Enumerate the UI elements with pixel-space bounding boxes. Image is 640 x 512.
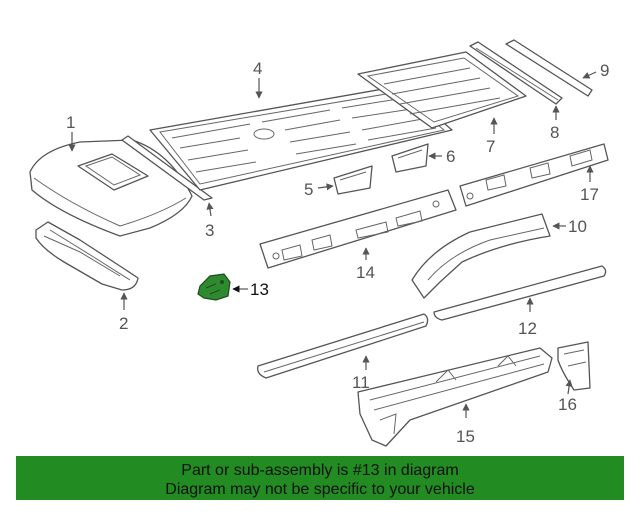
part-12-rear-rocker[interactable] (433, 265, 607, 321)
part-13-bracket-highlighted[interactable] (197, 273, 231, 301)
callout-12: 12 (518, 319, 537, 338)
callout-3: 3 (205, 221, 214, 240)
banner-line-2: Diagram may not be specific to your vehi… (165, 481, 475, 498)
part-15-sill-assembly[interactable] (357, 347, 553, 447)
callout-11: 11 (352, 373, 370, 392)
part-14-side-rail[interactable] (259, 189, 457, 269)
banner-line-1: Part or sub-assembly is #13 in diagram (181, 462, 459, 479)
part-5-bracket[interactable] (333, 165, 373, 195)
part-16-quarter-bracket[interactable] (557, 341, 591, 391)
callout-8: 8 (550, 123, 559, 142)
callout-2: 2 (119, 314, 128, 333)
callout-14: 14 (356, 263, 375, 282)
callout-1: 1 (66, 113, 75, 132)
callout-9: 9 (600, 61, 609, 80)
part-3-roof-strip[interactable] (121, 135, 213, 201)
callout-13: 13 (250, 280, 269, 299)
part-1-roof-panel[interactable] (29, 139, 193, 237)
part-4-main-roof[interactable] (149, 85, 453, 191)
callout-16: 16 (558, 395, 577, 414)
part-8-roof-bow[interactable] (469, 41, 563, 105)
callout-6: 6 (446, 147, 455, 166)
part-9-rear-header[interactable] (505, 39, 593, 97)
part-2-front-header[interactable] (35, 221, 139, 291)
callout-10: 10 (568, 217, 587, 236)
part-10-quarter-panel[interactable] (411, 213, 551, 299)
part-11-rocker[interactable] (257, 313, 429, 379)
parts-diagram: 1 2 3 4 5 6 7 (29, 39, 609, 447)
part-6-bracket[interactable] (391, 143, 429, 173)
part-17-rear-rail[interactable] (459, 143, 609, 207)
part-7-rear-roof[interactable] (357, 51, 527, 129)
callout-7: 7 (486, 137, 495, 156)
callout-15: 15 (456, 427, 475, 446)
callout-4: 4 (253, 59, 262, 78)
callout-17: 17 (580, 185, 599, 204)
info-banner: Part or sub-assembly is #13 in diagram D… (16, 456, 624, 500)
callout-5: 5 (304, 180, 313, 199)
